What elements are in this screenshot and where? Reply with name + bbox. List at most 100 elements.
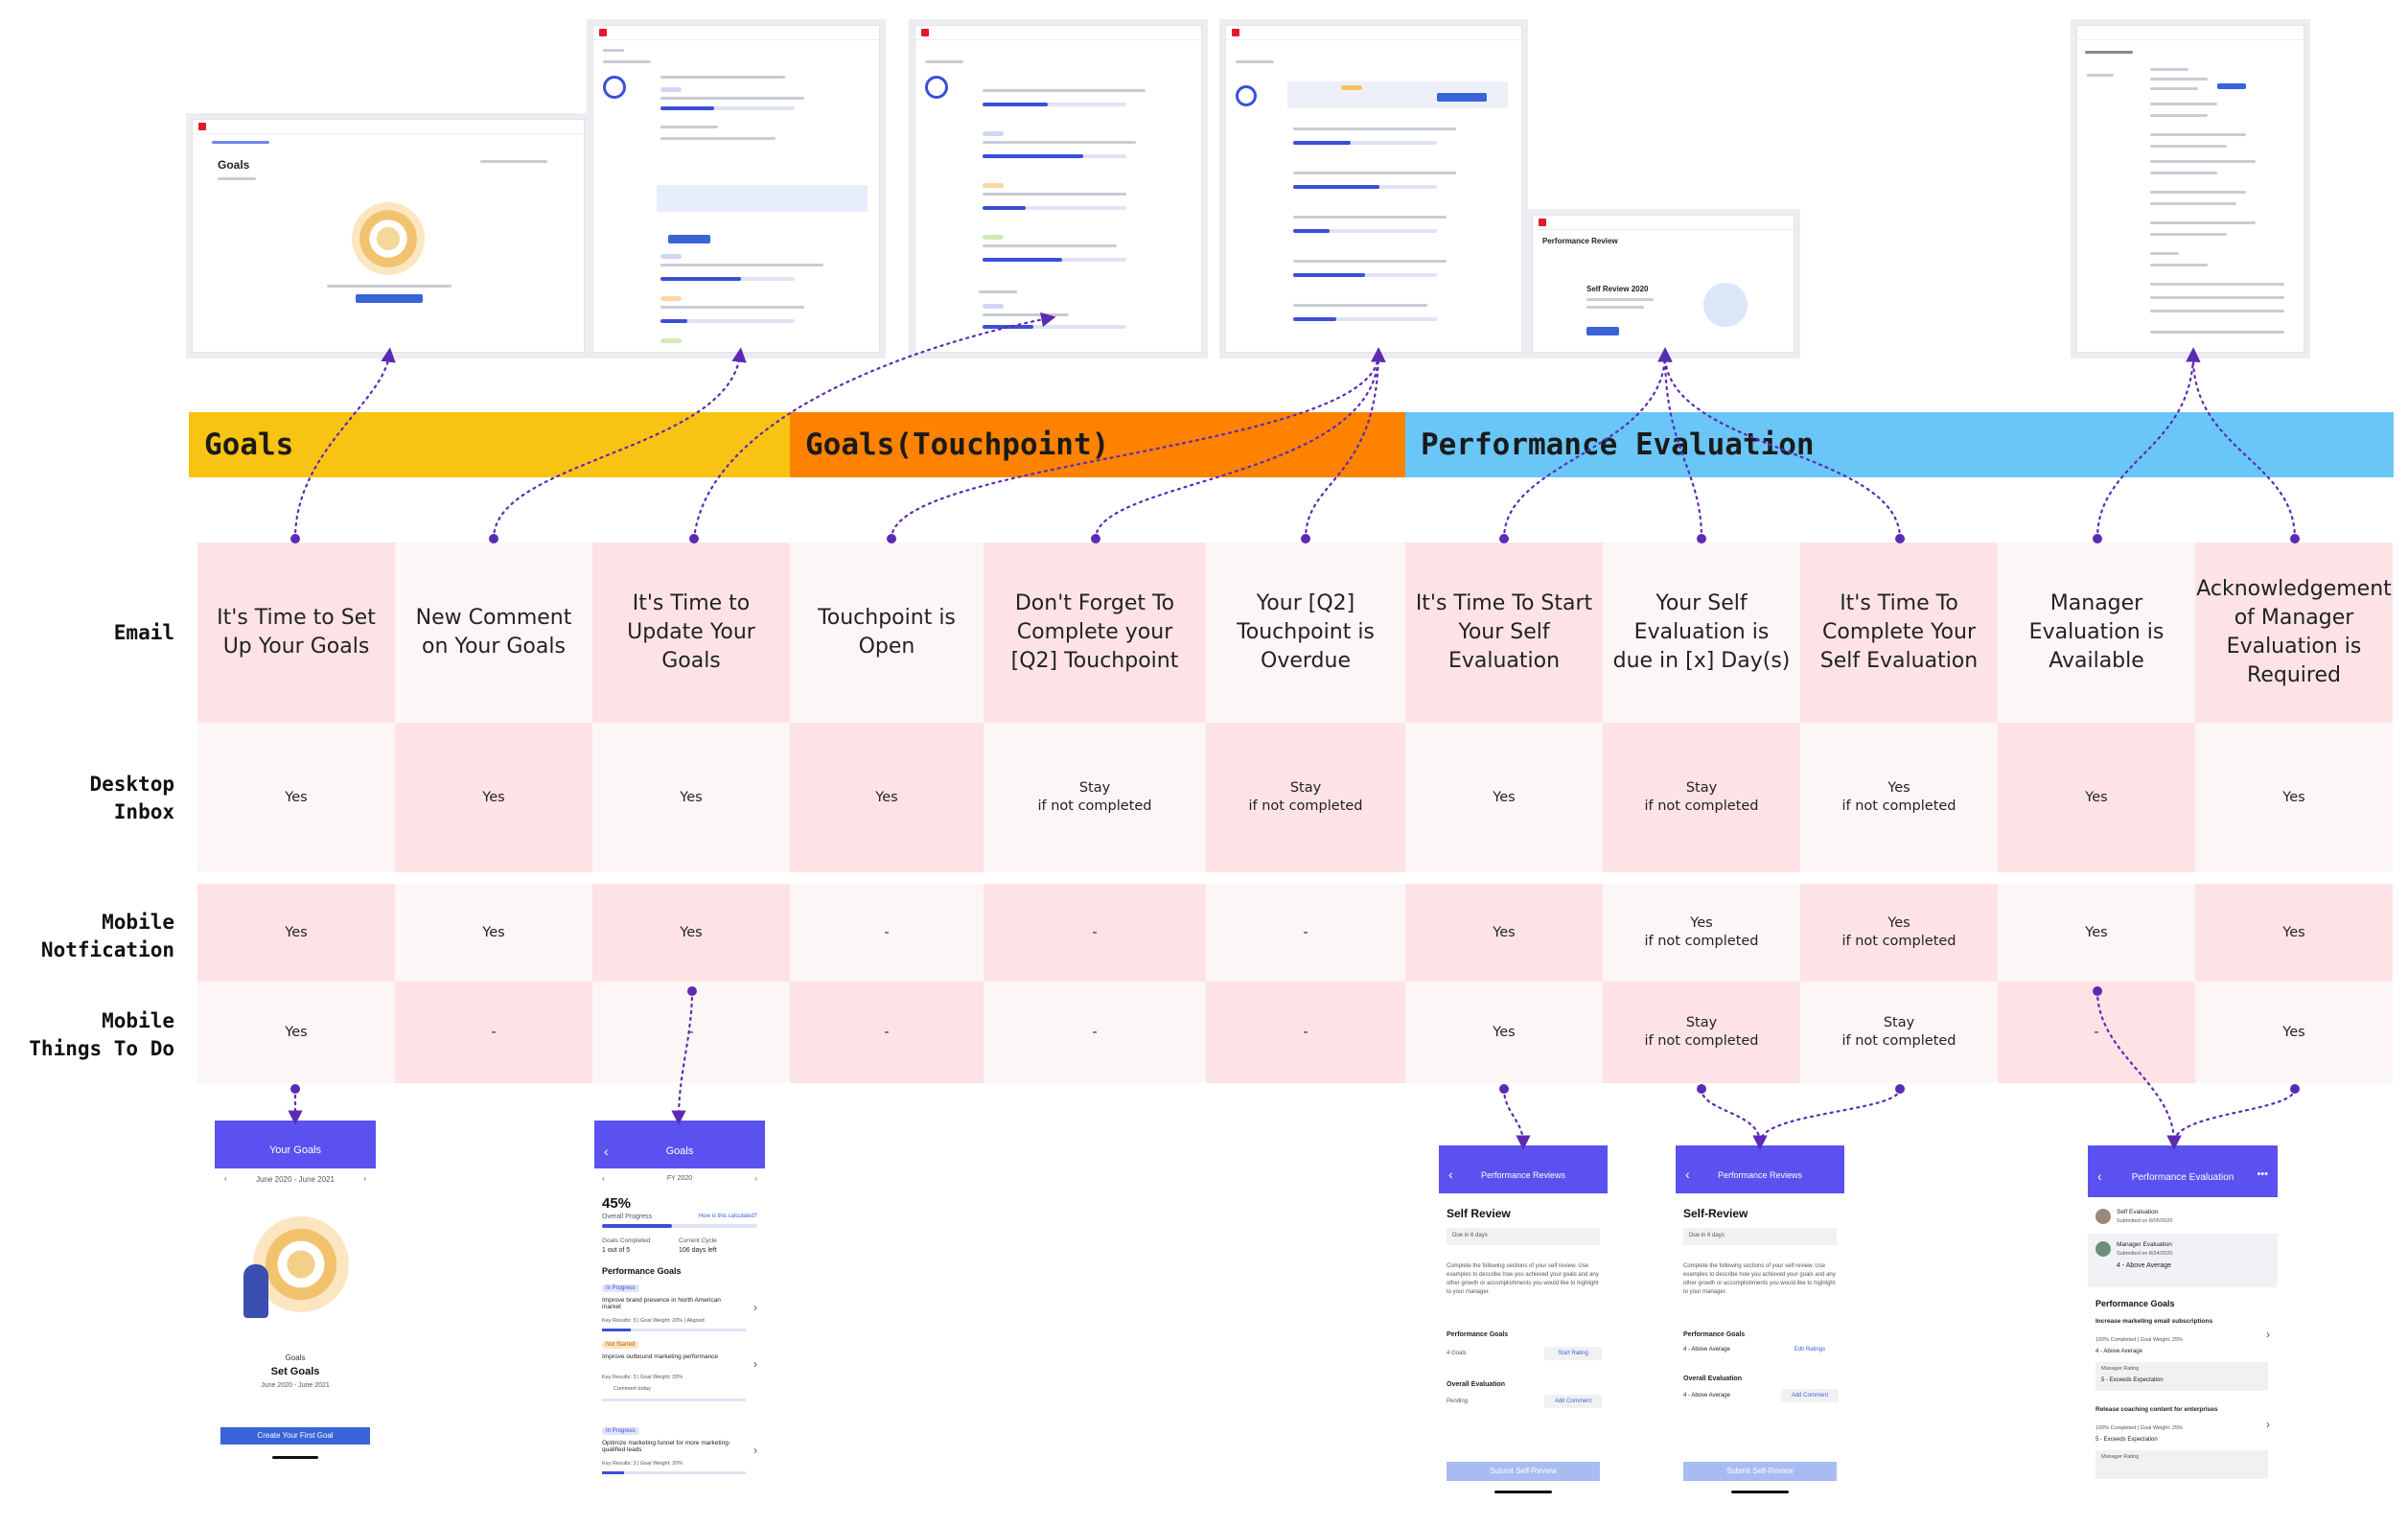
cell-mobile-todo: Stay if not completed <box>1603 982 1800 1083</box>
prev-period-icon[interactable]: ‹ <box>224 1174 227 1183</box>
cell-text: Stay if not completed <box>1644 780 1759 814</box>
cell-mobile-todo: - <box>1998 982 2195 1083</box>
goal-title: Release coaching content for enterprises <box>2095 1406 2218 1413</box>
mobile-screen-your-goals: Your Goals ‹ June 2020 - June 2021 › Goa… <box>215 1121 376 1466</box>
next-period-icon[interactable]: › <box>754 1174 757 1183</box>
cell-mobile-todo: Yes <box>2195 982 2393 1083</box>
cell-email: Don't Forget To Complete your [Q2] Touch… <box>984 543 1206 723</box>
manager-goal-rating: 5 - Exceeds Expectation <box>2101 1377 2164 1383</box>
app-logo-icon <box>599 29 607 36</box>
cell-text: Yes <box>1493 789 1516 805</box>
submit-self-review-button[interactable]: Submit Self-Review <box>1683 1462 1837 1481</box>
cell-desktop: Yes <box>395 723 592 872</box>
back-icon[interactable]: ‹ <box>604 1144 609 1159</box>
row-label-desktop-inbox: Desktop Inbox <box>89 773 174 823</box>
status-badge: Not Started <box>602 1341 639 1349</box>
submit-self-review-button[interactable]: Submit Self-Review <box>1447 1462 1600 1481</box>
banner-performance-evaluation: Performance Evaluation <box>1405 412 2394 477</box>
banner-goals: Goals <box>189 412 790 477</box>
cell-desktop: Stay if not completed <box>1206 723 1405 872</box>
cell-mobile-notification: Yes if not completed <box>1603 884 1800 982</box>
add-comment-button[interactable]: Add Comment <box>1791 1393 1829 1399</box>
cell-email: It's Time To Complete Your Self Evaluati… <box>1800 543 1998 723</box>
cell-text: Yes <box>875 789 898 805</box>
cell-desktop: Yes <box>592 723 790 872</box>
overall-percent: 45% <box>602 1195 632 1212</box>
period-nav: June 2020 - June 2021 <box>256 1175 335 1184</box>
cell-text: - <box>1303 924 1308 940</box>
cell-text: It's Time to Set Up Your Goals <box>217 606 376 659</box>
desktop-screen-goals-empty: Goals <box>192 119 585 353</box>
target-illustration <box>253 1216 349 1312</box>
goal-title: Improve outbound marketing performance <box>602 1353 719 1360</box>
next-period-icon[interactable]: › <box>363 1174 366 1183</box>
back-icon[interactable]: ‹ <box>1685 1167 1690 1182</box>
mobile-screen-self-review-start: ‹ Performance Reviews Self Review Due in… <box>1439 1145 1608 1510</box>
due-text: Due in 6 days <box>1689 1233 1725 1238</box>
cell-mobile-todo: - <box>395 982 592 1083</box>
desktop-screen-touchpoint-goals <box>915 25 1202 353</box>
connector-mobile-acknowledge <box>2166 1087 2297 1150</box>
cell-email: Acknowledgement of Manager Evaluation is… <box>2195 543 2393 723</box>
cell-text: Acknowledgement of Manager Evaluation is… <box>2196 577 2392 687</box>
more-options-icon[interactable]: ••• <box>2257 1168 2268 1180</box>
overall-progress-label: Overall Progress <box>602 1214 653 1220</box>
goal-rating: 4 - Above Average <box>2095 1349 2142 1354</box>
cell-text: Stay if not completed <box>1841 1015 1956 1049</box>
cell-text: Yes <box>285 1024 308 1040</box>
cell-mobile-notification: Yes if not completed <box>1800 884 1998 982</box>
cell-text: Yes <box>2282 789 2305 805</box>
connector-dot <box>1697 1084 1706 1094</box>
create-first-goal-button[interactable]: Create Your First Goal <box>220 1427 370 1445</box>
manager-evaluation-date: Submitted on 8/24/2020 <box>2117 1251 2173 1257</box>
connector-dot <box>1499 1084 1509 1094</box>
calculation-link[interactable]: How is this calculated? <box>698 1214 757 1219</box>
cell-text: Yes if not completed <box>1841 915 1956 949</box>
edit-ratings-button[interactable]: Edit Ratings <box>1794 1347 1826 1353</box>
cell-text: - <box>1303 1024 1308 1040</box>
page-title: Goals <box>218 158 250 172</box>
start-rating-button[interactable]: Start Rating <box>1558 1351 1588 1356</box>
current-cycle-label: Current Cycle <box>679 1237 717 1244</box>
add-comment-button[interactable]: Add Comment <box>1554 1399 1592 1404</box>
section-title: Performance Goals <box>602 1266 682 1276</box>
connector-mobile-self-review-2 <box>1700 1087 1768 1150</box>
cell-text: - <box>884 1024 890 1040</box>
cell-text: - <box>491 1024 497 1040</box>
chevron-right-icon: › <box>753 1357 757 1371</box>
avatar <box>2095 1241 2111 1257</box>
row-label-mobile-things-to-do: Mobile Things To Do <box>29 1009 174 1060</box>
due-text: Due in 6 days <box>1452 1233 1488 1238</box>
prev-period-icon[interactable]: ‹ <box>602 1174 605 1183</box>
manager-rating-label: Manager Rating <box>2101 1454 2140 1460</box>
cell-desktop: Stay if not completed <box>1603 723 1800 872</box>
back-icon[interactable]: ‹ <box>2097 1168 2102 1184</box>
cell-email: Your [Q2] Touchpoint is Overdue <box>1206 543 1405 723</box>
connector-mobile-self-review-1 <box>1502 1087 1531 1150</box>
cell-mobile-notification: Yes <box>2195 884 2393 982</box>
section-overall-evaluation: Overall Evaluation <box>1683 1376 1743 1382</box>
cell-email: It's Time to Set Up Your Goals <box>197 543 395 723</box>
cell-text: Stay if not completed <box>1248 780 1363 814</box>
section-performance-goals: Performance Goals <box>1683 1331 1746 1338</box>
status-badge: In Progress <box>602 1284 639 1292</box>
back-icon[interactable]: ‹ <box>1448 1167 1453 1182</box>
cell-mobile-notification: - <box>1206 884 1405 982</box>
app-logo-icon <box>921 29 929 36</box>
cell-mobile-todo: - <box>790 982 984 1083</box>
cell-text: Yes <box>680 924 703 940</box>
app-logo-icon <box>1232 29 1239 36</box>
goal-meta: Key Results: 3 | Goal Weight: 20% <box>602 1375 683 1380</box>
overall-progress-bar <box>602 1224 757 1228</box>
cell-text: Manager Evaluation is Available <box>2028 591 2165 673</box>
cell-mobile-todo: Yes <box>197 982 395 1083</box>
cell-text: It's Time to Update Your Goals <box>627 591 755 673</box>
cell-mobile-notification: - <box>984 884 1206 982</box>
cell-email: Your Self Evaluation is due in [x] Day(s… <box>1603 543 1800 723</box>
cell-email: It's Time to Update Your Goals <box>592 543 790 723</box>
cell-desktop: Yes <box>197 723 395 872</box>
connector-dot <box>2290 1084 2300 1094</box>
banner-goals-touchpoint: Goals(Touchpoint) <box>790 412 1405 477</box>
cell-desktop: Yes <box>1998 723 2195 872</box>
cell-text: Yes <box>285 789 308 805</box>
